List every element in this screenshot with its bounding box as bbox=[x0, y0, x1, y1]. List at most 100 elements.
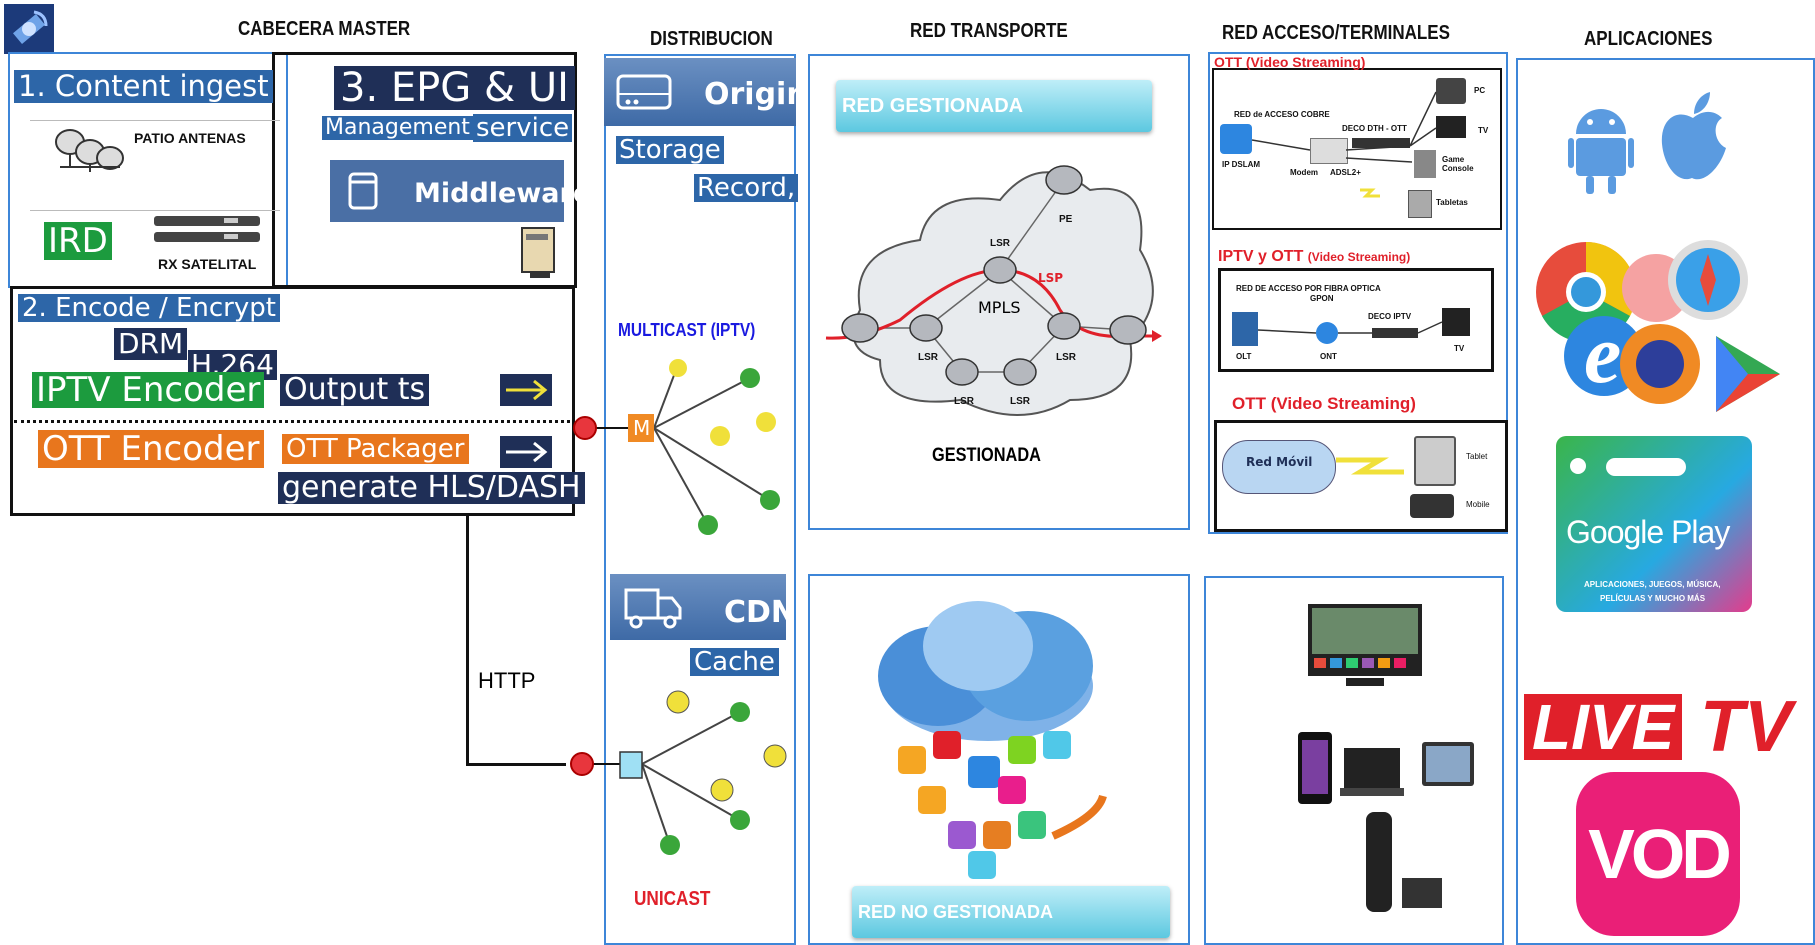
output-ts-label: Output ts bbox=[280, 374, 430, 406]
lsp-label: LSP bbox=[1038, 271, 1064, 285]
aplicaciones-panel bbox=[1516, 58, 1815, 945]
lsr-label-1: LSR bbox=[990, 238, 1010, 249]
tablet-label: Tablet bbox=[1466, 452, 1488, 461]
service-label: service bbox=[473, 114, 573, 142]
rx-satelital-equipment-icon bbox=[154, 214, 260, 248]
iptv-ott-title: IPTV y OTT (Video Streaming) bbox=[1218, 248, 1410, 266]
dslam-icon bbox=[1220, 124, 1252, 154]
mobile-label: Mobile bbox=[1466, 500, 1490, 509]
cdn-box bbox=[610, 574, 786, 640]
google-play-label: Google Play bbox=[1566, 514, 1730, 550]
tv-label: TV bbox=[1478, 126, 1489, 135]
ont-label: ONT bbox=[1320, 352, 1337, 361]
google-play-sub1: APLICACIONES, JUEGOS, MÚSICA, bbox=[1584, 580, 1721, 589]
deco-iptv-icon bbox=[1372, 328, 1418, 338]
pc-icon bbox=[1436, 78, 1466, 104]
red-no-gestionada-bar: RED NO GESTIONADA bbox=[852, 886, 1170, 938]
iptv-encoder-label: IPTV Encoder bbox=[32, 372, 265, 408]
pc-label: PC bbox=[1474, 86, 1486, 95]
unicast-input-node bbox=[570, 752, 594, 776]
unicast-label: UNICAST bbox=[634, 888, 711, 910]
rx-satelital-label: RX SATELITAL bbox=[158, 256, 257, 272]
drm-label: DRM bbox=[114, 328, 188, 360]
origin-box bbox=[604, 58, 796, 126]
tv-icon bbox=[1436, 116, 1466, 138]
mobile-cloud-icon bbox=[1222, 440, 1336, 494]
storage-label: Storage bbox=[616, 136, 724, 164]
record-label: Record, bbox=[694, 174, 799, 202]
management-label: Management bbox=[322, 116, 473, 140]
header-transporte: RED TRANSPORTE bbox=[910, 20, 1068, 42]
live-tv-logo: LIVE TV bbox=[1524, 686, 1793, 767]
header-aplicaciones: APLICACIONES bbox=[1584, 28, 1713, 50]
modem-icon bbox=[1310, 138, 1348, 164]
http-connector-vertical bbox=[466, 516, 469, 766]
tablet-icon bbox=[1414, 436, 1456, 486]
tv2-label: TV bbox=[1454, 344, 1465, 353]
adsl2-label: ADSL2+ bbox=[1330, 168, 1361, 177]
gpon-label: GPON bbox=[1310, 294, 1334, 303]
ont-icon bbox=[1316, 322, 1338, 344]
red-gestionada-panel bbox=[808, 54, 1190, 530]
middleware-label: Middleware bbox=[414, 178, 592, 209]
iptv-arrow-icon bbox=[500, 374, 552, 406]
ott-cobre-box bbox=[1212, 68, 1502, 230]
http-connector-horizontal bbox=[466, 763, 566, 766]
mobile-icon bbox=[1410, 494, 1454, 518]
gestionada-label: GESTIONADA bbox=[932, 445, 1041, 466]
lsr-label-2: LSR bbox=[918, 352, 938, 363]
tablets-icon bbox=[1408, 190, 1432, 218]
pe-label: PE bbox=[1059, 214, 1073, 225]
game-console-label: Game Console bbox=[1442, 155, 1474, 173]
devices-illustration bbox=[1294, 728, 1478, 918]
middleware-box bbox=[330, 160, 564, 222]
patio-antenas-label: PATIO ANTENAS bbox=[134, 130, 246, 146]
tv-logo-text: TV bbox=[1700, 687, 1793, 767]
tabletas-label: Tabletas bbox=[1436, 198, 1468, 207]
acceso-top-panel bbox=[1208, 52, 1508, 534]
ott-title-3: OTT (Video Streaming) bbox=[1232, 394, 1416, 413]
multicast-input-node bbox=[573, 416, 597, 440]
header-distribucion: DISTRIBUCION bbox=[650, 28, 773, 50]
generate-hls-label: generate HLS/DASH bbox=[278, 472, 585, 504]
ott-packager-label: OTT Packager bbox=[282, 434, 469, 464]
red-acceso-cobre-label: RED de ACCESO COBRE bbox=[1234, 110, 1330, 119]
middleware-icon bbox=[348, 172, 378, 210]
deco-icon bbox=[1352, 138, 1410, 148]
ott-encoder-label: OTT Encoder bbox=[38, 430, 264, 468]
encode-encrypt-label: 2. Encode / Encrypt bbox=[18, 294, 280, 322]
origin-label: Origin bbox=[704, 77, 808, 112]
android-small-icon bbox=[1570, 458, 1686, 476]
line-under-ingest bbox=[30, 120, 280, 121]
lsr-label-5: LSR bbox=[1010, 396, 1030, 407]
cdn-label: CDN bbox=[724, 595, 797, 630]
browsers-icon: e bbox=[1530, 236, 1796, 412]
deco-iptv-label: DECO IPTV bbox=[1368, 312, 1412, 321]
iptv-ott-title-suffix: (Video Streaming) bbox=[1307, 250, 1411, 264]
olt-icon bbox=[1232, 312, 1258, 346]
server-icon bbox=[516, 222, 564, 280]
encode-divider bbox=[14, 420, 570, 423]
red-fibra-label: RED DE ACCESO POR FIBRA OPTICA bbox=[1236, 284, 1381, 293]
acceso-bottom-panel bbox=[1204, 576, 1504, 945]
ott-title-1: OTT (Video Streaming) bbox=[1214, 54, 1366, 70]
tv-fibra-icon bbox=[1442, 308, 1470, 336]
fibra-box bbox=[1218, 268, 1494, 372]
header-acceso: RED ACCESO/TERMINALES bbox=[1222, 22, 1450, 44]
android-icon bbox=[1568, 96, 1634, 196]
red-no-gestionada-panel bbox=[808, 574, 1190, 945]
google-play-sub2: PELÍCULAS Y MUCHO MÁS bbox=[1600, 594, 1706, 603]
mpls-label: MPLS bbox=[978, 298, 1021, 317]
encode-block bbox=[10, 286, 575, 516]
multicast-label: MULTICAST (IPTV) bbox=[618, 320, 756, 340]
red-gestionada-bar: RED GESTIONADA bbox=[836, 80, 1152, 132]
live-badge: LIVE bbox=[1524, 694, 1683, 760]
olt-label: OLT bbox=[1236, 352, 1252, 361]
apple-icon bbox=[1656, 88, 1730, 188]
distribucion-panel bbox=[604, 54, 796, 945]
deco-dth-ott-label: DECO DTH - OTT bbox=[1342, 124, 1407, 133]
